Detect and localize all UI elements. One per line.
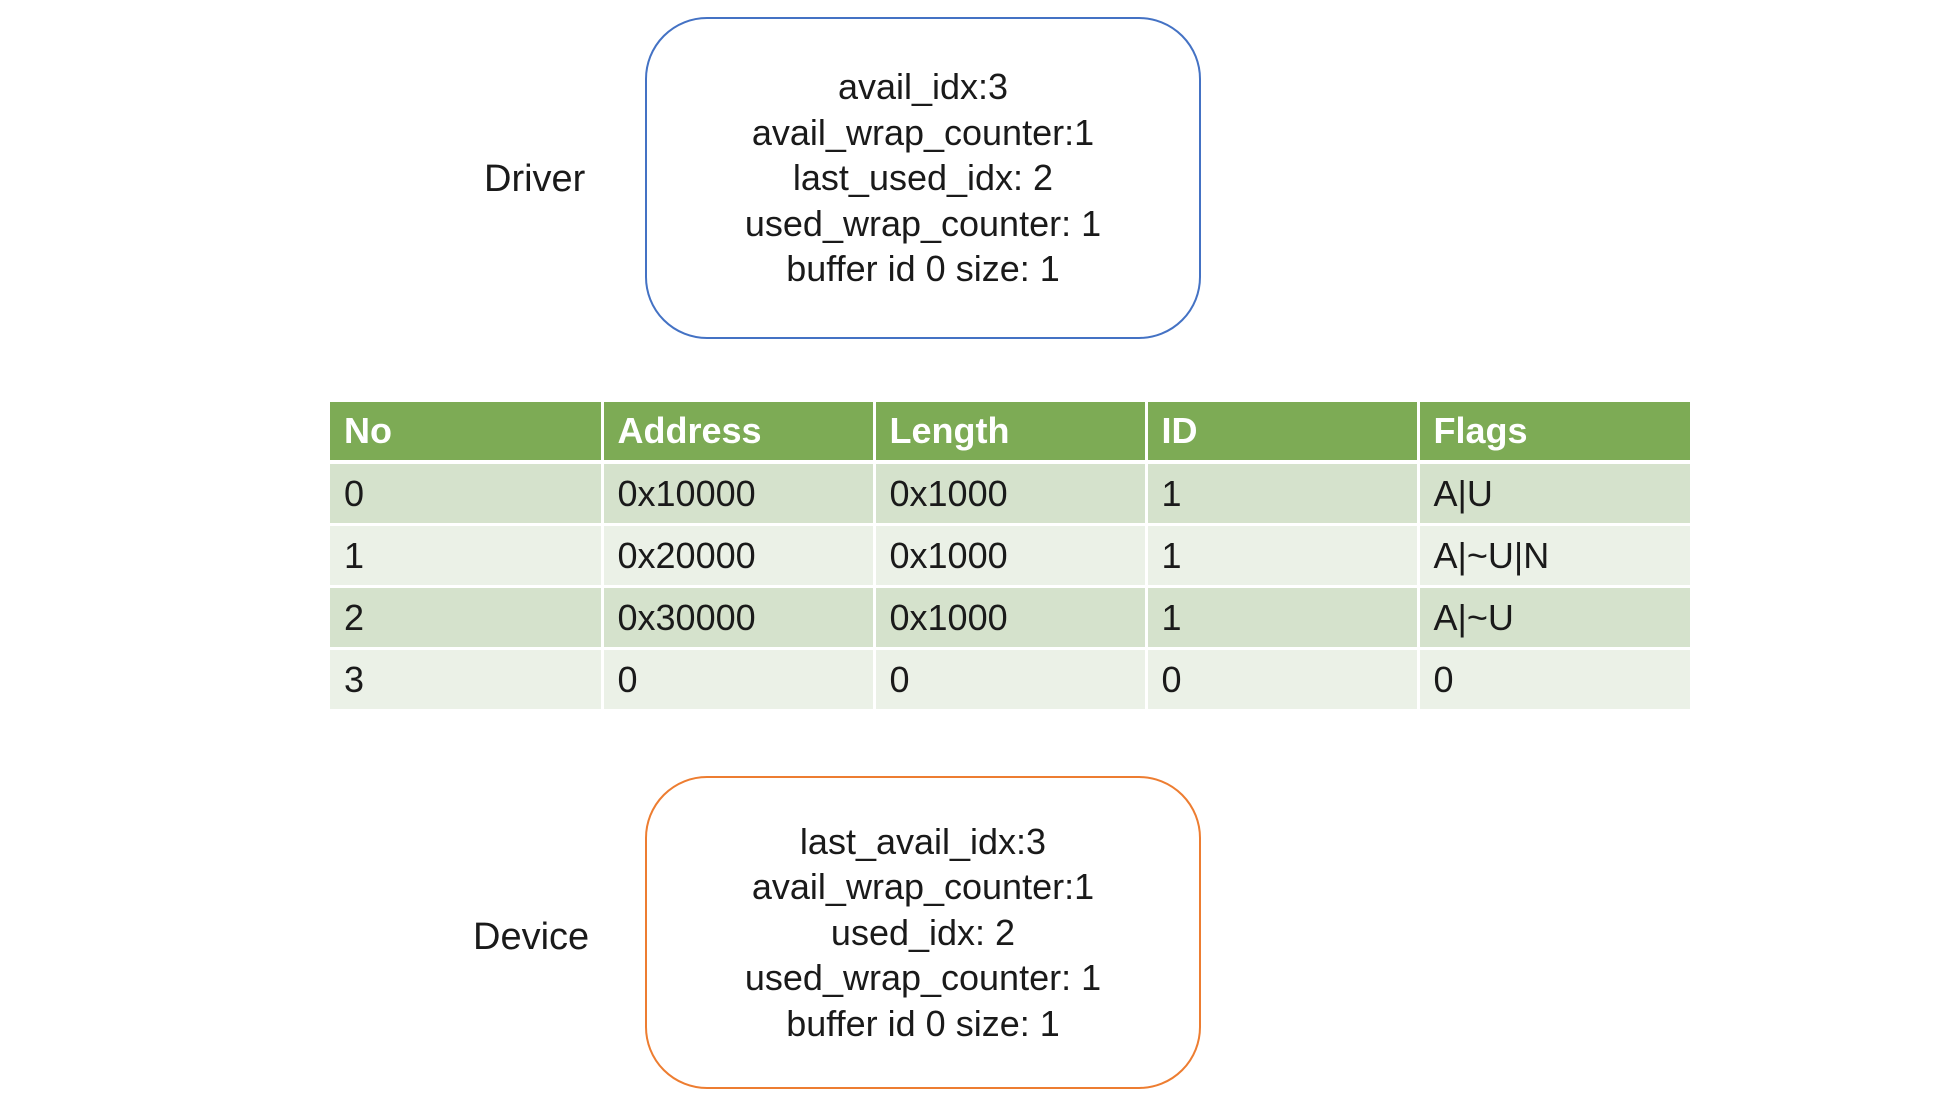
cell-length: 0x1000 xyxy=(874,524,1148,588)
device-used-wrap-counter: used_wrap_counter: 1 xyxy=(744,957,1102,999)
cell-address: 0x10000 xyxy=(602,462,876,526)
device-last-avail-idx: last_avail_idx:3 xyxy=(799,820,1047,862)
device-state-box: last_avail_idx:3 avail_wrap_counter:1 us… xyxy=(645,776,1201,1089)
cell-id: 1 xyxy=(1146,524,1420,588)
driver-last-used-idx: last_used_idx: 2 xyxy=(792,157,1054,199)
device-buffer-id-size: buffer id 0 size: 1 xyxy=(786,1002,1060,1044)
header-length: Length xyxy=(874,402,1148,464)
cell-no: 0 xyxy=(330,462,604,526)
driver-avail-idx: avail_idx:3 xyxy=(837,66,1009,108)
cell-flags: A|U xyxy=(1418,462,1690,526)
cell-no: 1 xyxy=(330,524,604,588)
cell-flags: A|~U|N xyxy=(1418,524,1690,588)
cell-address: 0x20000 xyxy=(602,524,876,588)
device-used-idx: used_idx: 2 xyxy=(830,911,1016,953)
table-row: 3 0 0 0 0 xyxy=(330,648,1690,709)
driver-buffer-id-size: buffer id 0 size: 1 xyxy=(786,248,1060,290)
header-flags: Flags xyxy=(1418,402,1690,464)
table-row: 1 0x20000 0x1000 1 A|~U|N xyxy=(330,524,1690,588)
cell-id: 1 xyxy=(1146,586,1420,650)
cell-length: 0 xyxy=(874,648,1148,709)
table-row: 0 0x10000 0x1000 1 A|U xyxy=(330,462,1690,526)
cell-flags: A|~U xyxy=(1418,586,1690,650)
header-address: Address xyxy=(602,402,876,464)
header-id: ID xyxy=(1146,402,1420,464)
cell-id: 1 xyxy=(1146,462,1420,526)
driver-label: Driver xyxy=(484,158,586,200)
descriptor-table: No Address Length ID Flags 0 0x10000 0x1… xyxy=(330,402,1690,709)
cell-address: 0x30000 xyxy=(602,586,876,650)
cell-flags: 0 xyxy=(1418,648,1690,709)
cell-no: 3 xyxy=(330,648,604,709)
driver-avail-wrap-counter: avail_wrap_counter:1 xyxy=(751,111,1095,153)
cell-no: 2 xyxy=(330,586,604,650)
header-no: No xyxy=(330,402,604,464)
driver-state-box: avail_idx:3 avail_wrap_counter:1 last_us… xyxy=(645,17,1201,339)
cell-length: 0x1000 xyxy=(874,586,1148,650)
cell-length: 0x1000 xyxy=(874,462,1148,526)
device-avail-wrap-counter: avail_wrap_counter:1 xyxy=(751,866,1095,908)
table-row: 2 0x30000 0x1000 1 A|~U xyxy=(330,586,1690,650)
cell-address: 0 xyxy=(602,648,876,709)
driver-used-wrap-counter: used_wrap_counter: 1 xyxy=(744,202,1102,244)
device-label: Device xyxy=(473,916,590,958)
cell-id: 0 xyxy=(1146,648,1420,709)
table-header-row: No Address Length ID Flags xyxy=(330,402,1690,464)
